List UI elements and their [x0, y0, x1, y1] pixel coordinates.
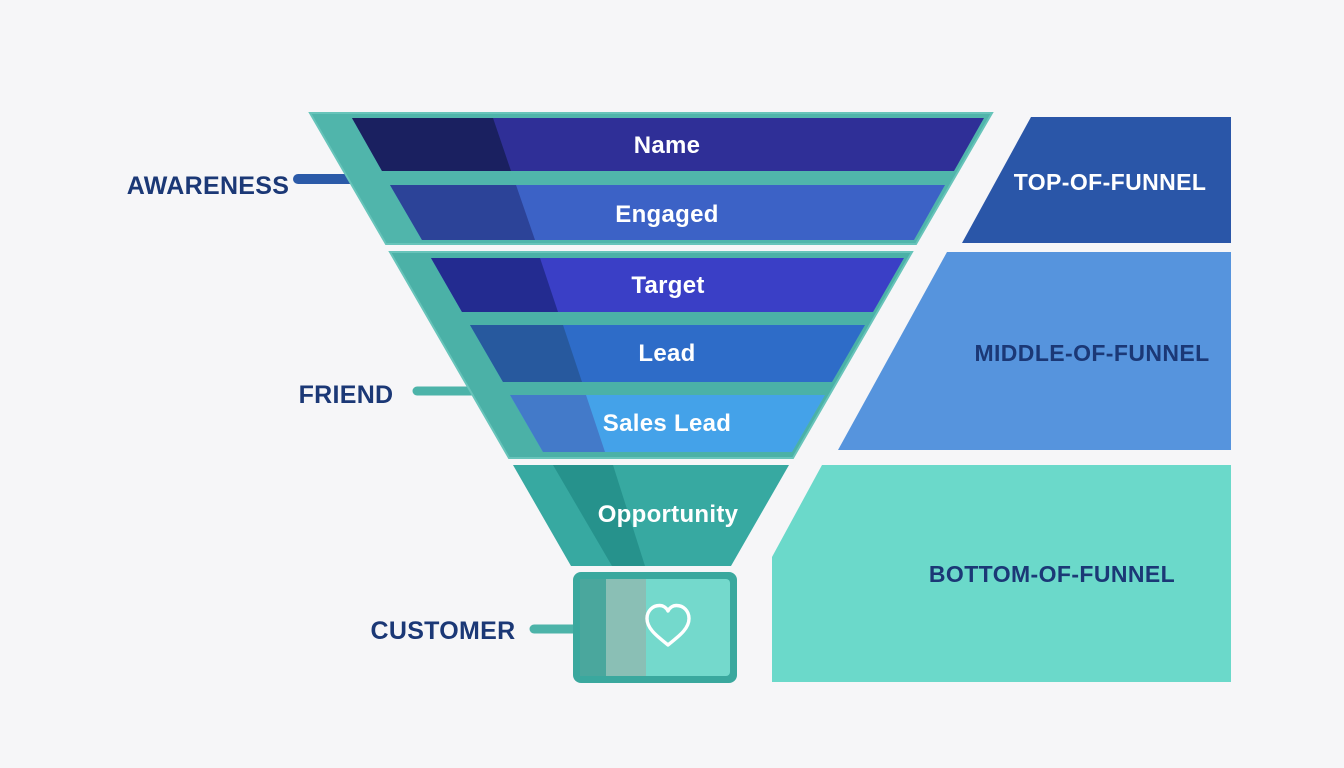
funnel-stage-opportunity: Opportunity — [553, 465, 739, 566]
engaged-bar-shadow — [390, 185, 535, 240]
side-labels: AWARENESS FRIEND CUSTOMER — [127, 172, 515, 645]
funnel-stage-engaged: Engaged — [390, 185, 945, 240]
zone-top-of-funnel: TOP-OF-FUNNEL — [962, 117, 1231, 243]
heart-box-stripe — [606, 579, 646, 676]
opportunity-shadow-stripe — [553, 465, 645, 566]
name-bar — [352, 118, 984, 171]
top-of-funnel-label: TOP-OF-FUNNEL — [1014, 169, 1207, 195]
funnel-stage-lead: Lead — [470, 325, 865, 382]
funnel-stages: Name Engaged Target Lead — [352, 118, 984, 566]
top-of-funnel-box — [962, 117, 1231, 243]
funnel-stage-target: Target — [431, 258, 904, 312]
sales-lead-bar-shadow — [510, 395, 605, 452]
bottom-of-funnel-label: BOTTOM-OF-FUNNEL — [929, 561, 1175, 587]
friend-label: FRIEND — [299, 381, 394, 409]
middle-of-funnel-label: MIDDLE-OF-FUNNEL — [974, 340, 1209, 366]
opportunity-stage-label: Opportunity — [598, 501, 739, 528]
customer-label: CUSTOMER — [370, 617, 515, 645]
bottom-of-funnel-box — [772, 465, 1231, 682]
target-stage-label: Target — [631, 272, 704, 299]
zone-bottom-of-funnel: BOTTOM-OF-FUNNEL — [772, 465, 1231, 682]
awareness-label: AWARENESS — [127, 172, 289, 200]
name-bar-shadow — [352, 118, 511, 171]
middle-of-funnel-box — [838, 252, 1231, 450]
lead-bar-shadow — [470, 325, 582, 382]
engaged-stage-label: Engaged — [615, 201, 718, 228]
funnel-stage-sales-lead: Sales Lead — [510, 395, 825, 452]
sales-lead-stage-label: Sales Lead — [603, 410, 731, 437]
heart-icon — [645, 603, 691, 647]
target-bar-shadow — [431, 258, 558, 312]
customer-heart-box — [573, 572, 737, 683]
heart-box-left-band — [580, 579, 606, 676]
funnel-stage-name: Name — [352, 118, 984, 171]
name-stage-label: Name — [634, 132, 701, 159]
lead-stage-label: Lead — [638, 340, 695, 367]
zone-middle-of-funnel: MIDDLE-OF-FUNNEL — [838, 252, 1231, 450]
funnel-zones: TOP-OF-FUNNEL MIDDLE-OF-FUNNEL BOTTOM-OF… — [772, 117, 1231, 682]
